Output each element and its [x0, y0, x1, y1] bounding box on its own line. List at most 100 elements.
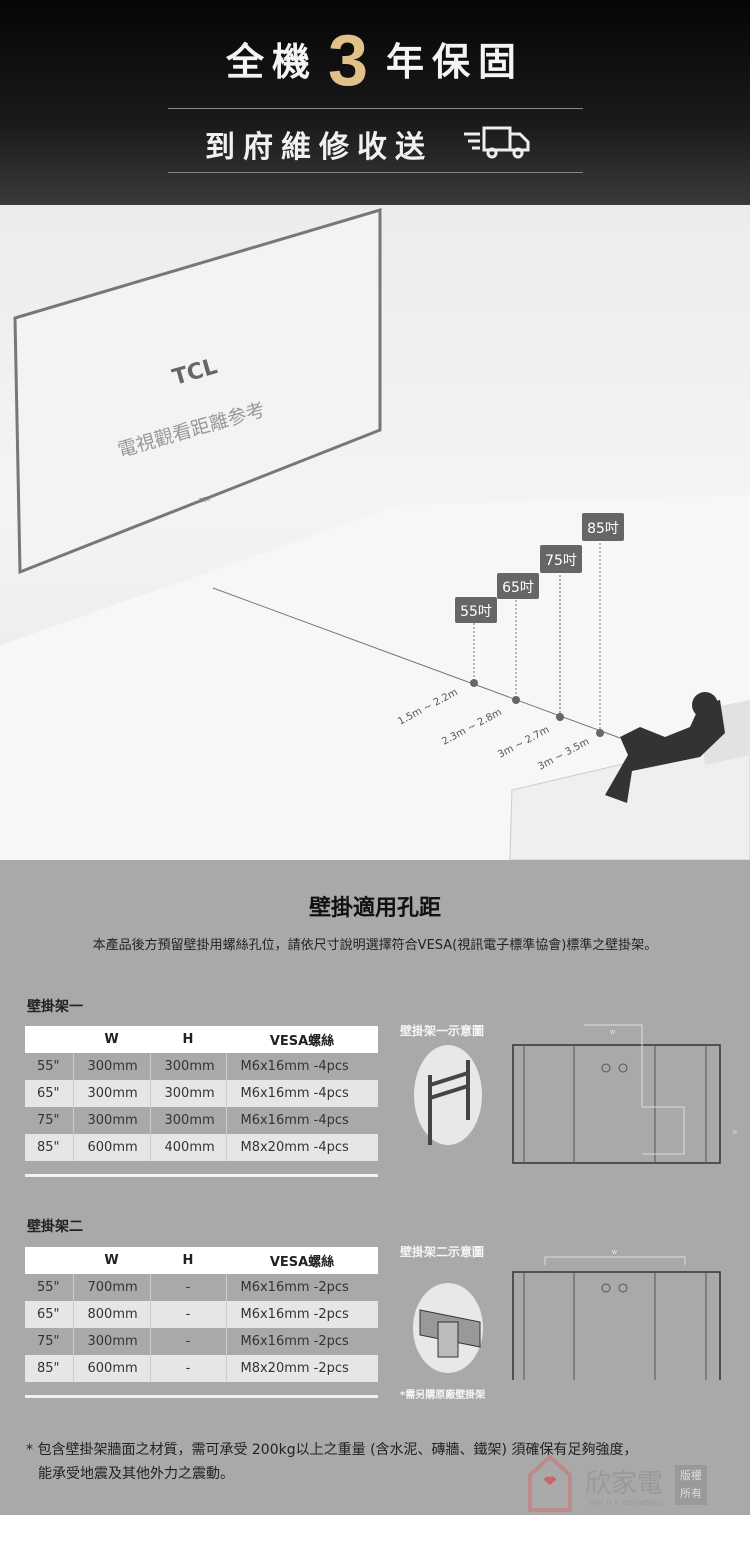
- size-label: 65吋: [502, 580, 534, 596]
- cell: M8x20mm -4pcs: [225, 1134, 378, 1161]
- cell: M6x16mm -2pcs: [225, 1328, 378, 1355]
- divider: [168, 108, 583, 109]
- cell: 300mm: [72, 1328, 150, 1355]
- cell: 300mm: [72, 1053, 150, 1080]
- size-label: 75吋: [545, 553, 577, 569]
- cell: 75": [25, 1107, 73, 1134]
- col-vesa: VESA螺絲: [226, 1026, 378, 1053]
- mount2-caption: 壁掛架二示意圖: [400, 1245, 485, 1259]
- w-label: W: [610, 1030, 615, 1036]
- cell: 65": [25, 1080, 73, 1107]
- floor: [0, 495, 750, 860]
- mount2-note: *需另購原廠壁掛架: [400, 1390, 486, 1401]
- mount1-title: 壁掛架一: [27, 999, 83, 1015]
- cell: -: [149, 1274, 226, 1301]
- warranty-years: 3: [327, 21, 377, 101]
- warranty-post: 年保固: [386, 40, 525, 84]
- mount1-diagram: W H: [512, 1024, 737, 1164]
- size-label: 55吋: [460, 604, 492, 620]
- distance-line: [212, 587, 621, 739]
- col-h: H: [150, 1026, 226, 1053]
- cell: 600mm: [72, 1134, 150, 1161]
- store-house-icon: [528, 1455, 572, 1512]
- divider: [168, 172, 583, 173]
- sofa-with-person: [509, 692, 750, 861]
- bracket2-image: [413, 1283, 483, 1373]
- h-label: H: [733, 1130, 737, 1136]
- mount1-caption: 壁掛架一示意圖: [400, 1024, 485, 1038]
- cell: -: [149, 1328, 226, 1355]
- badge-line: 版權: [680, 1469, 702, 1482]
- section-description: 本產品後方預留壁掛用螺絲孔位，請依尺寸說明選擇符合VESA(視訊電子標準協會)標…: [92, 938, 658, 953]
- cell: 300mm: [72, 1107, 150, 1134]
- cell: 400mm: [149, 1134, 226, 1161]
- tv-back-outline: [512, 1271, 721, 1380]
- cell: M6x16mm -4pcs: [225, 1080, 378, 1107]
- mount2-diagram: W: [512, 1250, 721, 1380]
- watermark-sub: Shin H.A. OnlineShop: [589, 1499, 664, 1507]
- divider: [25, 1174, 378, 1177]
- cell: 55": [25, 1053, 73, 1080]
- weight-note: * 包含壁掛架牆面之材質，需可承受 200kg以上之重量 (含水泥、磚牆、鐵架)…: [26, 1438, 637, 1486]
- cell: -: [149, 1301, 226, 1328]
- note-line: 能承受地震及其他外力之震動。: [38, 1466, 234, 1482]
- bracket1-image: [414, 1045, 482, 1145]
- table-row: 85"600mm-M8x20mm -2pcs: [25, 1355, 378, 1382]
- cell: 300mm: [72, 1080, 150, 1107]
- service-text: 到府維修收送: [205, 130, 433, 165]
- cell: -: [149, 1355, 226, 1382]
- tv-back-outline: [512, 1044, 721, 1164]
- divider: [25, 1395, 378, 1398]
- table-row: 55"700mm-M6x16mm -2pcs: [25, 1274, 378, 1301]
- cell: 65": [25, 1301, 73, 1328]
- cell: 800mm: [72, 1301, 150, 1328]
- cell: M8x20mm -2pcs: [225, 1355, 378, 1382]
- badge-line: 所有: [680, 1487, 702, 1500]
- copyright-badge: 版權所有: [675, 1465, 707, 1505]
- cell: 300mm: [149, 1053, 226, 1080]
- cell: 600mm: [72, 1355, 150, 1382]
- cell: 85": [25, 1355, 73, 1382]
- cell: 55": [25, 1274, 73, 1301]
- tv-screen: [13, 207, 382, 575]
- cell: 75": [25, 1328, 73, 1355]
- cell: M6x16mm -4pcs: [225, 1053, 378, 1080]
- wall-mount-spec-section: 壁掛適用孔距 本產品後方預留壁掛用螺絲孔位，請依尺寸說明選擇符合VESA(視訊電…: [0, 860, 750, 1515]
- size-label: 85吋: [587, 521, 619, 537]
- cell: M6x16mm -2pcs: [225, 1274, 378, 1301]
- delivery-truck-icon: [464, 126, 530, 159]
- mount2-title: 壁掛架二: [27, 1219, 83, 1235]
- cell: 700mm: [72, 1274, 150, 1301]
- warranty-pre: 全機: [225, 40, 318, 84]
- col-vesa: VESA螺絲: [226, 1247, 378, 1274]
- note-line: * 包含壁掛架牆面之材質，需可承受 200kg以上之重量 (含水泥、磚牆、鐵架)…: [26, 1442, 638, 1458]
- tv-logo-small: TCL: [198, 495, 212, 505]
- col-size: [25, 1026, 73, 1053]
- w-label: W: [612, 1250, 617, 1256]
- col-size: [25, 1247, 73, 1274]
- cell: 85": [25, 1134, 73, 1161]
- cell: M6x16mm -4pcs: [225, 1107, 378, 1134]
- cell: 300mm: [149, 1107, 226, 1134]
- watermark-name: 欣家電: [585, 1469, 664, 1499]
- col-h: H: [150, 1247, 226, 1274]
- table-row: 65"800mm-M6x16mm -2pcs: [25, 1301, 378, 1328]
- cell: M6x16mm -2pcs: [225, 1301, 378, 1328]
- section-title: 壁掛適用孔距: [308, 896, 441, 921]
- cell: 300mm: [149, 1080, 226, 1107]
- col-w: W: [73, 1247, 150, 1274]
- table-row: 75"300mm-M6x16mm -2pcs: [25, 1328, 378, 1355]
- col-w: W: [73, 1026, 150, 1053]
